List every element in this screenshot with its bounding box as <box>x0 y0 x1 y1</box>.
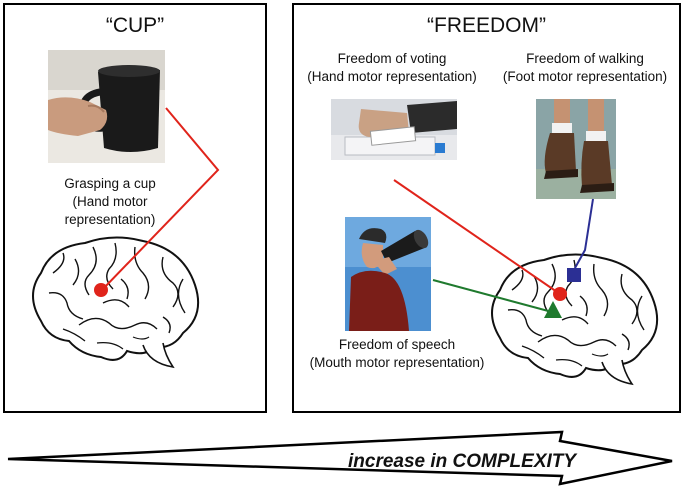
walking-caption-line-1: Freedom of walking <box>526 51 644 66</box>
speech-caption-line-1: Freedom of speech <box>338 337 456 352</box>
cup-caption: Grasping a cup (Hand motor representatio… <box>40 175 180 229</box>
voting-caption-line-2: (Hand motor representation) <box>307 69 477 84</box>
freedom-title: “FREEDOM” <box>427 14 546 37</box>
cup-caption-line-3: representation) <box>64 212 156 227</box>
speech-photo <box>345 217 431 331</box>
cup-brain-illustration <box>32 236 199 369</box>
voting-caption-line-1: Freedom of voting <box>337 51 447 66</box>
walking-caption: Freedom of walking (Foot motor represent… <box>490 50 680 86</box>
cup-title: “CUP” <box>105 14 165 37</box>
speech-caption: Freedom of speech (Mouth motor represent… <box>292 336 502 372</box>
voting-photo <box>331 99 457 160</box>
speech-caption-line-2: (Mouth motor representation) <box>309 355 485 370</box>
voting-caption: Freedom of voting (Hand motor representa… <box>292 50 492 86</box>
cup-caption-line-2: (Hand motor <box>72 194 148 209</box>
cup-caption-line-1: Grasping a cup <box>64 176 156 191</box>
walking-caption-line-2: (Foot motor representation) <box>502 69 668 84</box>
cup-photo <box>48 50 165 163</box>
freedom-brain-illustration <box>491 253 658 386</box>
walking-photo <box>536 99 616 199</box>
complexity-label: increase in COMPLEXITY <box>348 451 577 472</box>
